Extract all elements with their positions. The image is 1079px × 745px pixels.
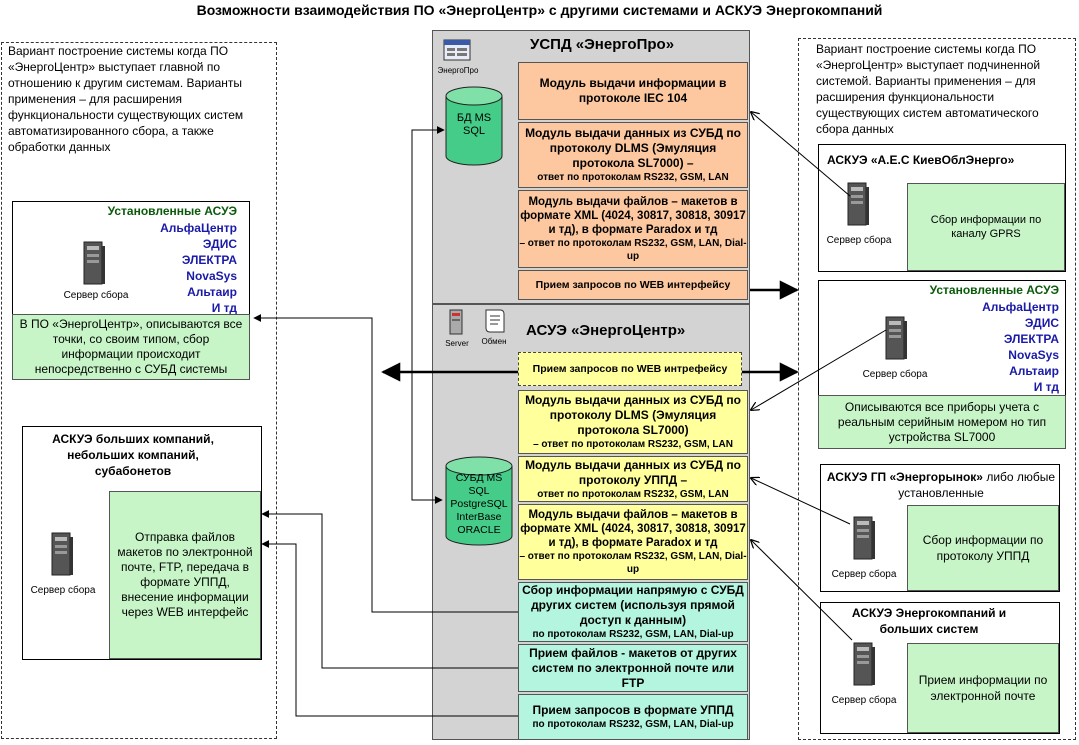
list-item: АльфаЦентр — [160, 221, 237, 235]
left-installed-note: В ПО «ЭнергоЦентр», описываются все точк… — [12, 314, 250, 380]
server-caption: Server — [445, 339, 469, 348]
server-icon — [845, 181, 871, 229]
askue-input-direct: Сбор информации напрямую с СУБД других с… — [518, 582, 748, 642]
server-label: Сервер сбора — [831, 695, 897, 706]
uspd-title: УСПД «ЭнергоПро» — [530, 36, 675, 53]
askue-web-module: Прием запросов по WEB интрефейсу — [518, 352, 742, 386]
uspd-db-label: БД MS SQL — [456, 112, 492, 137]
server-label: Сервер сбора — [862, 369, 928, 380]
left-companies-header: АСКУЭ больших компаний, небольших компан… — [52, 432, 214, 478]
left-installed-header: Установленные АСУЭ — [107, 204, 237, 218]
askue-module-uppd: Модуль выдачи данных из СУБД по протокол… — [518, 456, 748, 502]
left-panel — [1, 42, 277, 739]
right-panel — [798, 38, 1076, 740]
exchange-caption: Обмен — [481, 337, 507, 346]
list-item: ЭЛЕКТРА — [1003, 332, 1059, 346]
right-kiev-note: Сбор информации по каналу GPRS — [907, 183, 1065, 271]
askue-input-files: Прием файлов - макетов от других систем … — [518, 644, 748, 692]
right-installed-list: АльфаЦентр ЭДИС ЭЛЕКТРА NovaSys Альтаир … — [949, 299, 1059, 395]
right-energo-header: АСКУЭ Энергокомпаний и больших систем — [851, 606, 1007, 636]
left-description: Вариант построение системы когда ПО «Эне… — [8, 44, 244, 154]
right-kiev-box: АСКУЭ «А.Е.С КиевОблЭнерго» Сервер сбора… — [818, 144, 1066, 272]
server-label: Сервер сбора — [63, 290, 129, 301]
server-label: Сервер сбора — [30, 585, 96, 596]
list-item: И тд — [211, 301, 237, 315]
uspd-app-icon — [442, 38, 472, 64]
server-icon — [446, 308, 468, 338]
right-energo-note: Прием информации по электронной почте — [907, 643, 1059, 733]
right-installed-note: Описываются все приборы учета с реальным… — [818, 395, 1066, 449]
list-item: NovaSys — [186, 269, 237, 283]
askue-db-label: СУБД MS SQL PostgreSQL InterBase ORACLE — [450, 472, 508, 536]
list-item: ЭЛЕКТРА — [181, 253, 237, 267]
list-item: Альтаир — [187, 285, 237, 299]
server-icon — [81, 240, 107, 288]
askue-database-icon — [444, 456, 514, 546]
right-gp-box: АСКУЭ ГП «Энергорынок» либо любые устано… — [820, 464, 1060, 592]
exchange-icon — [482, 306, 506, 336]
uspd-module-web: Прием запросов по WEB интерфейсу — [518, 270, 748, 300]
uspd-module-iec104: Модуль выдачи информации в протоколе IEC… — [518, 62, 748, 120]
left-installed-box: Установленные АСУЭ АльфаЦентр ЭДИС ЭЛЕКТ… — [12, 201, 250, 380]
uspd-module-xml: Модуль выдачи файлов – макетов в формате… — [518, 190, 748, 268]
uspd-icon-label: ЭнергоПро — [437, 66, 479, 75]
askue-input-uppd: Прием запросов в формате УППД по протоко… — [518, 694, 748, 740]
askue-module-xml: Модуль выдачи файлов – макетов в формате… — [518, 504, 748, 580]
list-item: ЭДИС — [1024, 316, 1059, 330]
right-installed-box: Установленные АСУЭ АльфаЦентр ЭДИС ЭЛЕКТ… — [818, 280, 1066, 449]
uspd-database-icon — [444, 86, 504, 168]
left-installed-list: АльфаЦентр ЭДИС ЭЛЕКТРА NovaSys Альтаир … — [133, 220, 237, 316]
left-companies-note: Отправка файлов макетов по электронной п… — [109, 491, 261, 659]
right-energo-box: АСКУЭ Энергокомпаний и больших систем Се… — [820, 602, 1060, 734]
list-item: АльфаЦентр — [982, 300, 1059, 314]
right-description: Вариант построение системы когда ПО «Эне… — [816, 42, 1041, 136]
diagram-title: Возможности взаимодействия ПО «ЭнергоЦен… — [196, 2, 883, 18]
list-item: И тд — [1033, 380, 1059, 394]
right-kiev-header: АСКУЭ «А.Е.С КиевОблЭнерго» — [827, 153, 1015, 167]
server-icon — [49, 531, 75, 579]
list-item: Альтаир — [1009, 364, 1059, 378]
right-gp-note: Сбор информации по протоколу УППД — [907, 505, 1059, 591]
list-item: ЭДИС — [202, 237, 237, 251]
server-label: Сервер сбора — [826, 235, 892, 246]
list-item: NovaSys — [1008, 348, 1059, 362]
askue-title: АСУЭ «ЭнергоЦентр» — [526, 322, 686, 339]
left-companies-box: АСКУЭ больших компаний, небольших компан… — [22, 426, 262, 660]
right-installed-header: Установленные АСУЭ — [929, 283, 1059, 297]
server-label: Сервер сбора — [831, 569, 897, 580]
uspd-module-dlms: Модуль выдачи данных из СУБД по протокол… — [518, 122, 748, 188]
askue-module-dlms: Модуль выдачи данных из СУБД по протокол… — [518, 390, 748, 454]
server-icon — [851, 515, 877, 563]
server-icon — [883, 315, 909, 363]
server-icon — [851, 641, 877, 689]
right-gp-header: АСКУЭ ГП «Энергорынок» либо любые устано… — [826, 470, 1056, 500]
